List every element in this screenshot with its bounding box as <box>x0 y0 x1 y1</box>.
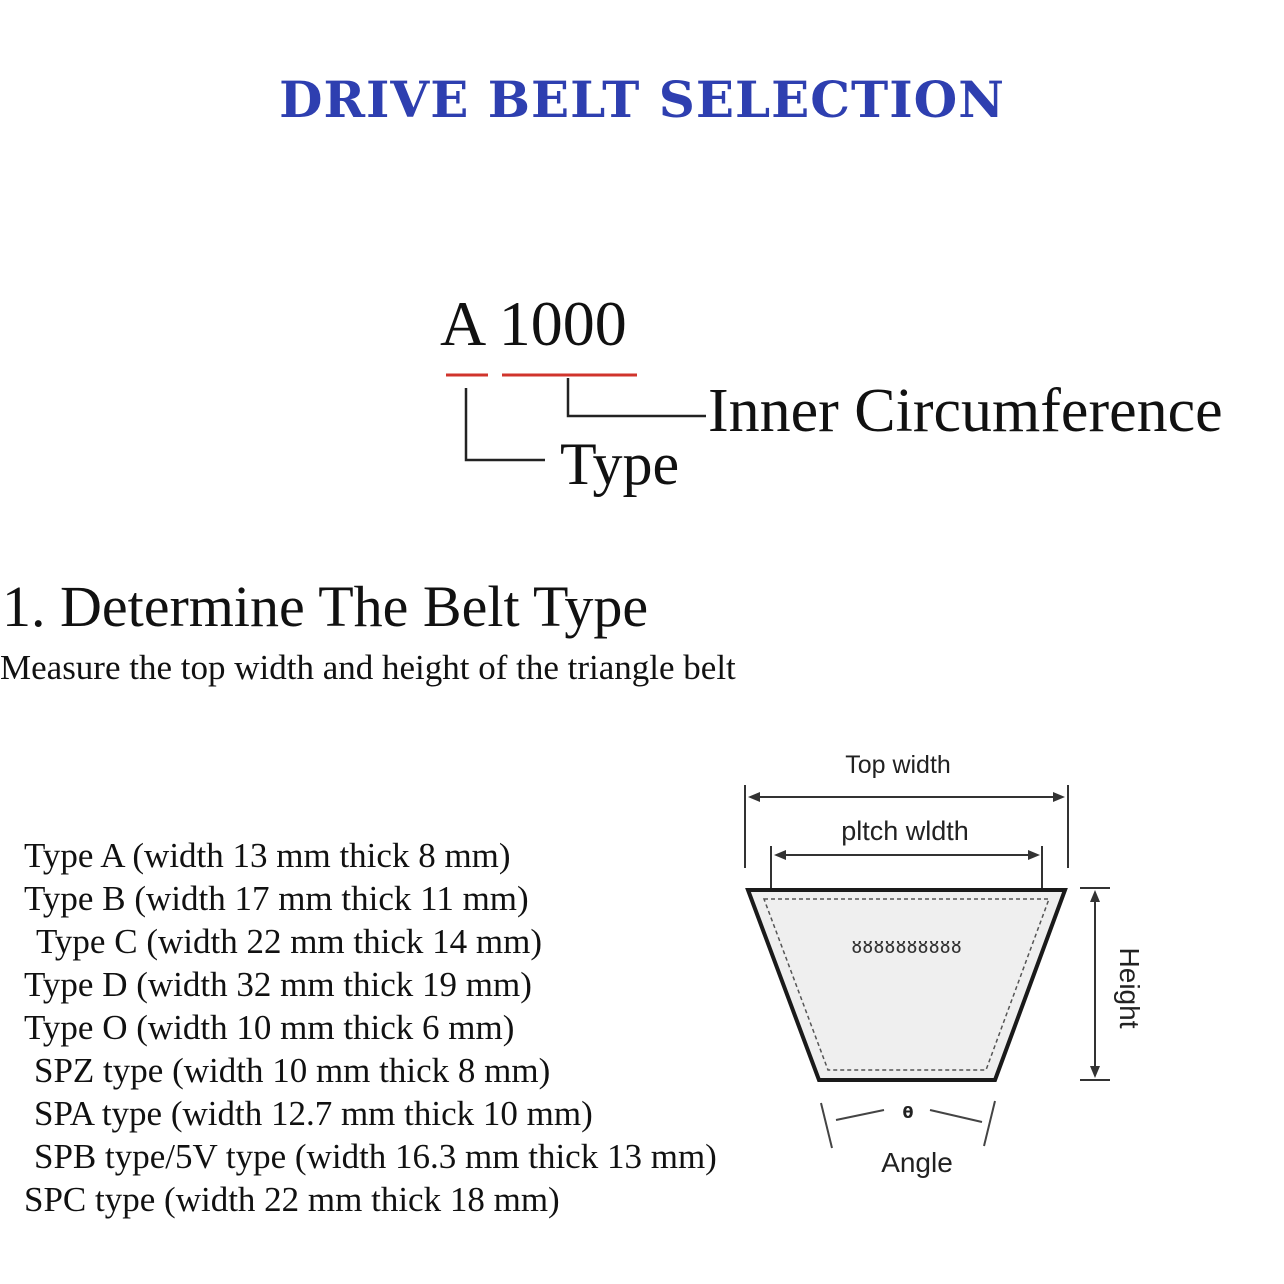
angle-line-right <box>983 1100 996 1147</box>
belt-type-item: Type A (width 13 mm thick 8 mm) <box>24 836 511 875</box>
theta-label: θ <box>903 1103 914 1122</box>
belt-type-item: Type O (width 10 mm thick 6 mm) <box>24 1008 515 1047</box>
angle-arc-right <box>929 1109 983 1123</box>
belt-cross-section <box>745 888 1068 1082</box>
belt-type-item: Type D (width 32 mm thick 19 mm) <box>24 965 532 1004</box>
angle-label: Angle <box>881 1147 953 1178</box>
circumference-connector <box>566 378 706 418</box>
angle-line-left <box>820 1102 833 1149</box>
belt-type-list: Type A (width 13 mm thick 8 mm) Type B (… <box>24 834 717 1221</box>
angle-arc-left <box>835 1109 885 1121</box>
belt-type-item: Type C (width 22 mm thick 14 mm) <box>36 922 542 961</box>
inner-circumference-label: Inner Circumference <box>708 377 1223 445</box>
type-label: Type <box>560 431 680 497</box>
belt-type-item: SPC type (width 22 mm thick 18 mm) <box>24 1180 560 1219</box>
belt-type-item: SPZ type (width 10 mm thick 8 mm) <box>34 1051 551 1090</box>
top-width-label: Top width <box>845 751 951 779</box>
cords-row: ᴕᴕᴕᴕᴕᴕᴕᴕᴕᴕ <box>852 934 963 959</box>
pitch-width-label: pltch wldth <box>841 816 969 846</box>
belt-code: A 1000 <box>440 288 627 359</box>
type-connector <box>464 388 545 462</box>
belt-type-item: SPB type/5V type (width 16.3 mm thick 13… <box>34 1137 717 1176</box>
page-title: DRIVE BELT SELECTION <box>279 70 1005 129</box>
height-label: Height <box>1114 948 1145 1029</box>
section-heading: 1. Determine The Belt Type <box>2 574 649 639</box>
section-subheading: Measure the top width and height of the … <box>0 648 736 687</box>
belt-type-item: Type B (width 17 mm thick 11 mm) <box>24 879 529 918</box>
belt-inner-dashed <box>762 898 1051 1071</box>
belt-type-item: SPA type (width 12.7 mm thick 10 mm) <box>34 1094 593 1133</box>
